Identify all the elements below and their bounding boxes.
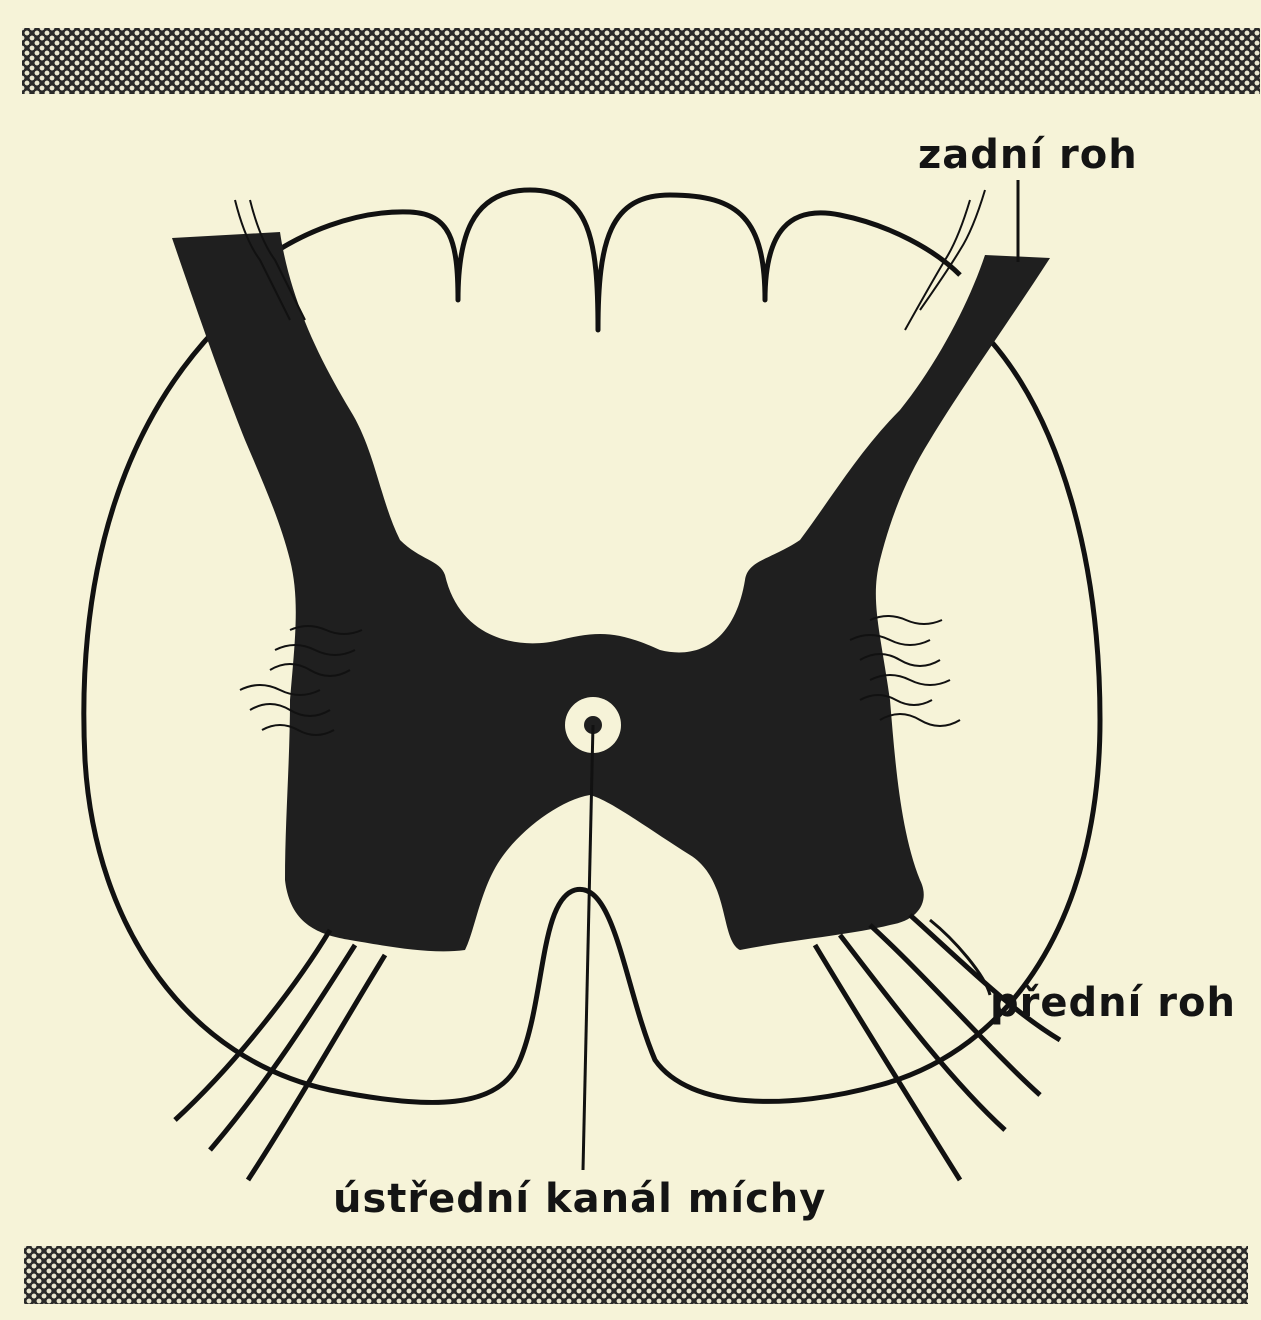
ventral-roots-right [815, 915, 1060, 1180]
ventral-roots-left [175, 930, 385, 1180]
dorsal-horn-label: zadní roh [918, 132, 1138, 178]
gray-matter [172, 232, 1050, 951]
central-canal-label: ústřední kanál míchy [333, 1176, 826, 1222]
dorsal-contour [250, 190, 960, 330]
dorsal-root-fibres [235, 190, 985, 330]
ventral-horn-label: přední roh [990, 980, 1236, 1026]
